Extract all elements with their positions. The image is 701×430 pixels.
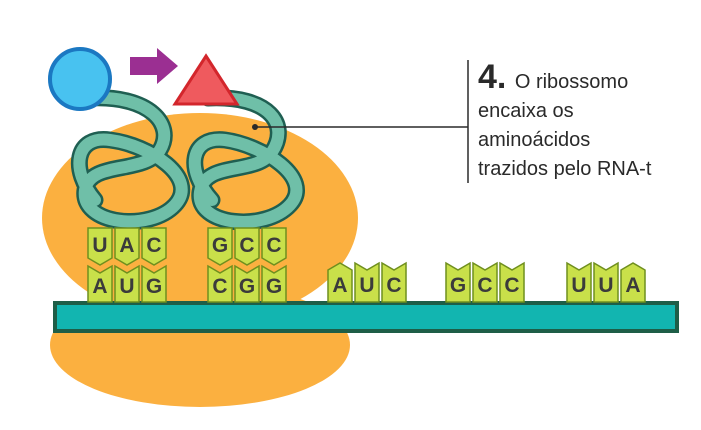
mrna-codon-2-base-1-tile xyxy=(593,261,619,303)
mrna-codon-1-base-0-letter: G xyxy=(450,274,466,297)
trna_left-codon-0-tile xyxy=(87,264,113,303)
mrna-codon-2-base-1-letter: U xyxy=(598,274,613,297)
trna_right-anticodon-1-letter: C xyxy=(239,234,254,257)
trna-left xyxy=(71,89,191,230)
step-callout: 4. O ribossomo encaixa os aminoácidos tr… xyxy=(478,58,693,184)
trna_left-anticodon-1-tile xyxy=(114,227,140,266)
trna_right-codon-1-tile xyxy=(234,264,260,303)
trna_right-codon-0-tile xyxy=(207,264,233,303)
mrna-codon-2-base-0-letter: U xyxy=(571,274,586,297)
mrna-codon-0-base-2-letter: C xyxy=(386,274,401,297)
trna_right-anticodon-0-tile xyxy=(207,227,233,266)
trna_right-anticodon-2-tile xyxy=(261,227,287,266)
mrna-codon-1-base-1-tile xyxy=(472,261,498,303)
step-text-line-2: encaixa os xyxy=(478,100,574,122)
mrna-codon-1-base-1-letter: C xyxy=(477,274,492,297)
step-text-line-4: trazidos pelo RNA-t xyxy=(478,158,652,180)
transfer-arrow-icon xyxy=(130,48,178,84)
trna_left-anticodon-1-letter: A xyxy=(119,234,134,257)
trna_left-codon-2-letter: G xyxy=(146,275,162,298)
mrna-codon-0-base-1-letter: U xyxy=(359,274,374,297)
trna_left-codon-2-tile xyxy=(141,264,167,303)
amino-acid-triangle xyxy=(172,53,240,106)
trna_right-codon-1-letter: G xyxy=(239,275,255,298)
trna_right-anticodon-1-tile xyxy=(234,227,260,266)
mrna-codon-2-base-2-letter: A xyxy=(625,274,640,297)
trna_right-codon-2-tile xyxy=(261,264,287,303)
mrna-strand xyxy=(53,301,679,333)
trna_left-anticodon-2-letter: C xyxy=(146,234,161,257)
trna-right xyxy=(186,89,305,231)
trna_right-anticodon-0-letter: G xyxy=(212,234,228,257)
trna_left-anticodon-0-tile xyxy=(87,227,113,266)
callout-leader-dot xyxy=(252,124,258,130)
amino-acid-circle xyxy=(48,47,112,111)
trna_right-anticodon-2-letter: C xyxy=(266,234,281,257)
mrna-codon-1-base-0-tile xyxy=(445,261,471,303)
mrna-codon-0-base-0-tile xyxy=(327,262,353,303)
step-number-dot: . xyxy=(496,58,507,96)
mrna-codon-1-base-2-letter: C xyxy=(504,274,519,297)
mrna-codon-2-base-0-tile xyxy=(566,261,592,303)
mrna-codon-1-base-2-tile xyxy=(499,261,525,303)
step-text-line-1: O ribossomo xyxy=(514,71,629,93)
trna_left-anticodon-0-letter: U xyxy=(92,234,107,257)
trna_left-anticodon-2-tile xyxy=(141,227,167,266)
mrna-codon-0-base-0-letter: A xyxy=(332,274,347,297)
trna_right-codon-0-letter: C xyxy=(212,275,227,298)
mrna-codon-0-base-2-tile xyxy=(381,261,407,303)
mrna-codon-2-base-2-tile xyxy=(620,262,646,303)
trna_left-codon-0-letter: A xyxy=(92,275,107,298)
step-text-line-3: aminoácidos xyxy=(478,129,591,151)
trna_right-codon-2-letter: G xyxy=(266,275,282,298)
mrna-codon-0-base-1-tile xyxy=(354,261,380,303)
step-number: 4 xyxy=(478,58,497,96)
trna_left-codon-1-letter: U xyxy=(119,275,134,298)
trna_left-codon-1-tile xyxy=(114,264,140,303)
